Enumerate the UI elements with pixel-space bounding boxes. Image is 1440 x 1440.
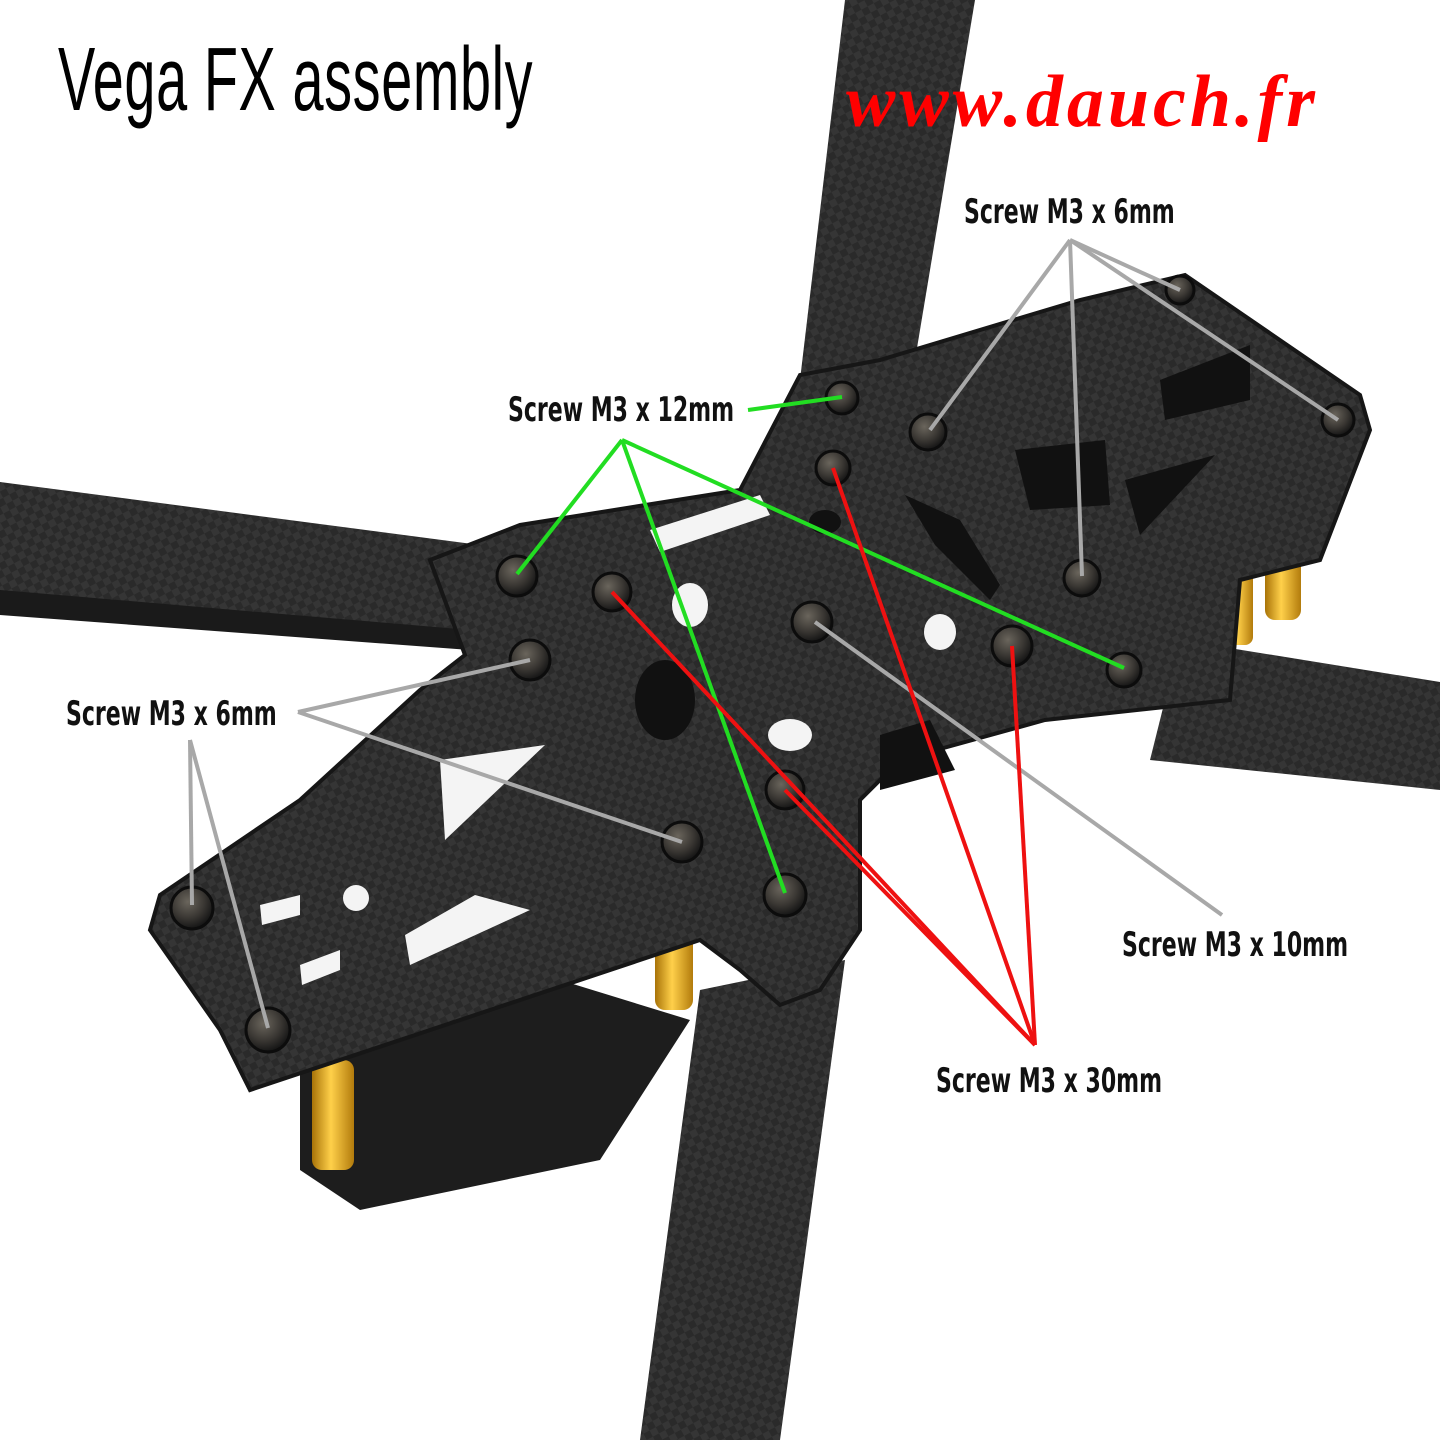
arm-top [800,0,975,380]
label-screw-6mm-top: Screw M3 x 6mm [964,192,1175,232]
standoff [312,1060,354,1170]
plate-cutouts-dark [635,345,1250,790]
screw-head-icon [762,872,808,918]
cutout [1015,440,1110,510]
cutout [880,720,955,790]
leader-line [188,739,194,906]
cutout [300,950,340,985]
cutout [905,495,1000,600]
page-title: Vega FX assembly [58,30,534,130]
cutout [405,895,530,965]
leader-line [297,658,531,714]
label-screw-6mm-left: Screw M3 x 6mm [66,694,277,734]
leader-line [747,395,843,412]
leader-line [783,788,1037,1047]
leader-lines-green [515,395,1125,894]
leader-line [620,439,787,894]
cutout [260,895,300,925]
screw-head-icon [790,600,834,644]
leader-line [1010,645,1037,1046]
cutout [635,660,695,740]
screw-head-icon [244,1006,292,1054]
cutout [768,719,812,751]
arm-left-edge [0,590,470,650]
screw-head-icon [908,412,948,452]
website-watermark: www.dauch.fr [846,61,1319,143]
cutout [672,583,708,627]
leader-line [515,438,624,576]
leader-line [621,438,1125,670]
leader-line [1069,238,1181,292]
leader-lines-red [610,467,1037,1047]
cutout [924,614,956,650]
cutout [1125,455,1215,535]
leader-line [610,590,1037,1047]
screw-head-icon [495,554,539,598]
cutout [1160,345,1250,420]
leader-line [928,238,1072,432]
leader-line [1068,238,1340,422]
screw-heads [169,274,1356,1054]
arm-bottom [640,960,845,1440]
leader-line [1068,239,1084,577]
leader-line [297,710,683,844]
label-screw-12mm: Screw M3 x 12mm [508,390,735,430]
leader-line [188,739,270,1029]
cutout [343,885,369,911]
label-screw-10mm: Screw M3 x 10mm [1122,925,1349,965]
cutout [650,495,770,552]
leader-line [831,467,1037,1046]
screw-head-icon [1105,651,1143,689]
label-screw-30mm: Screw M3 x 30mm [936,1061,1163,1101]
